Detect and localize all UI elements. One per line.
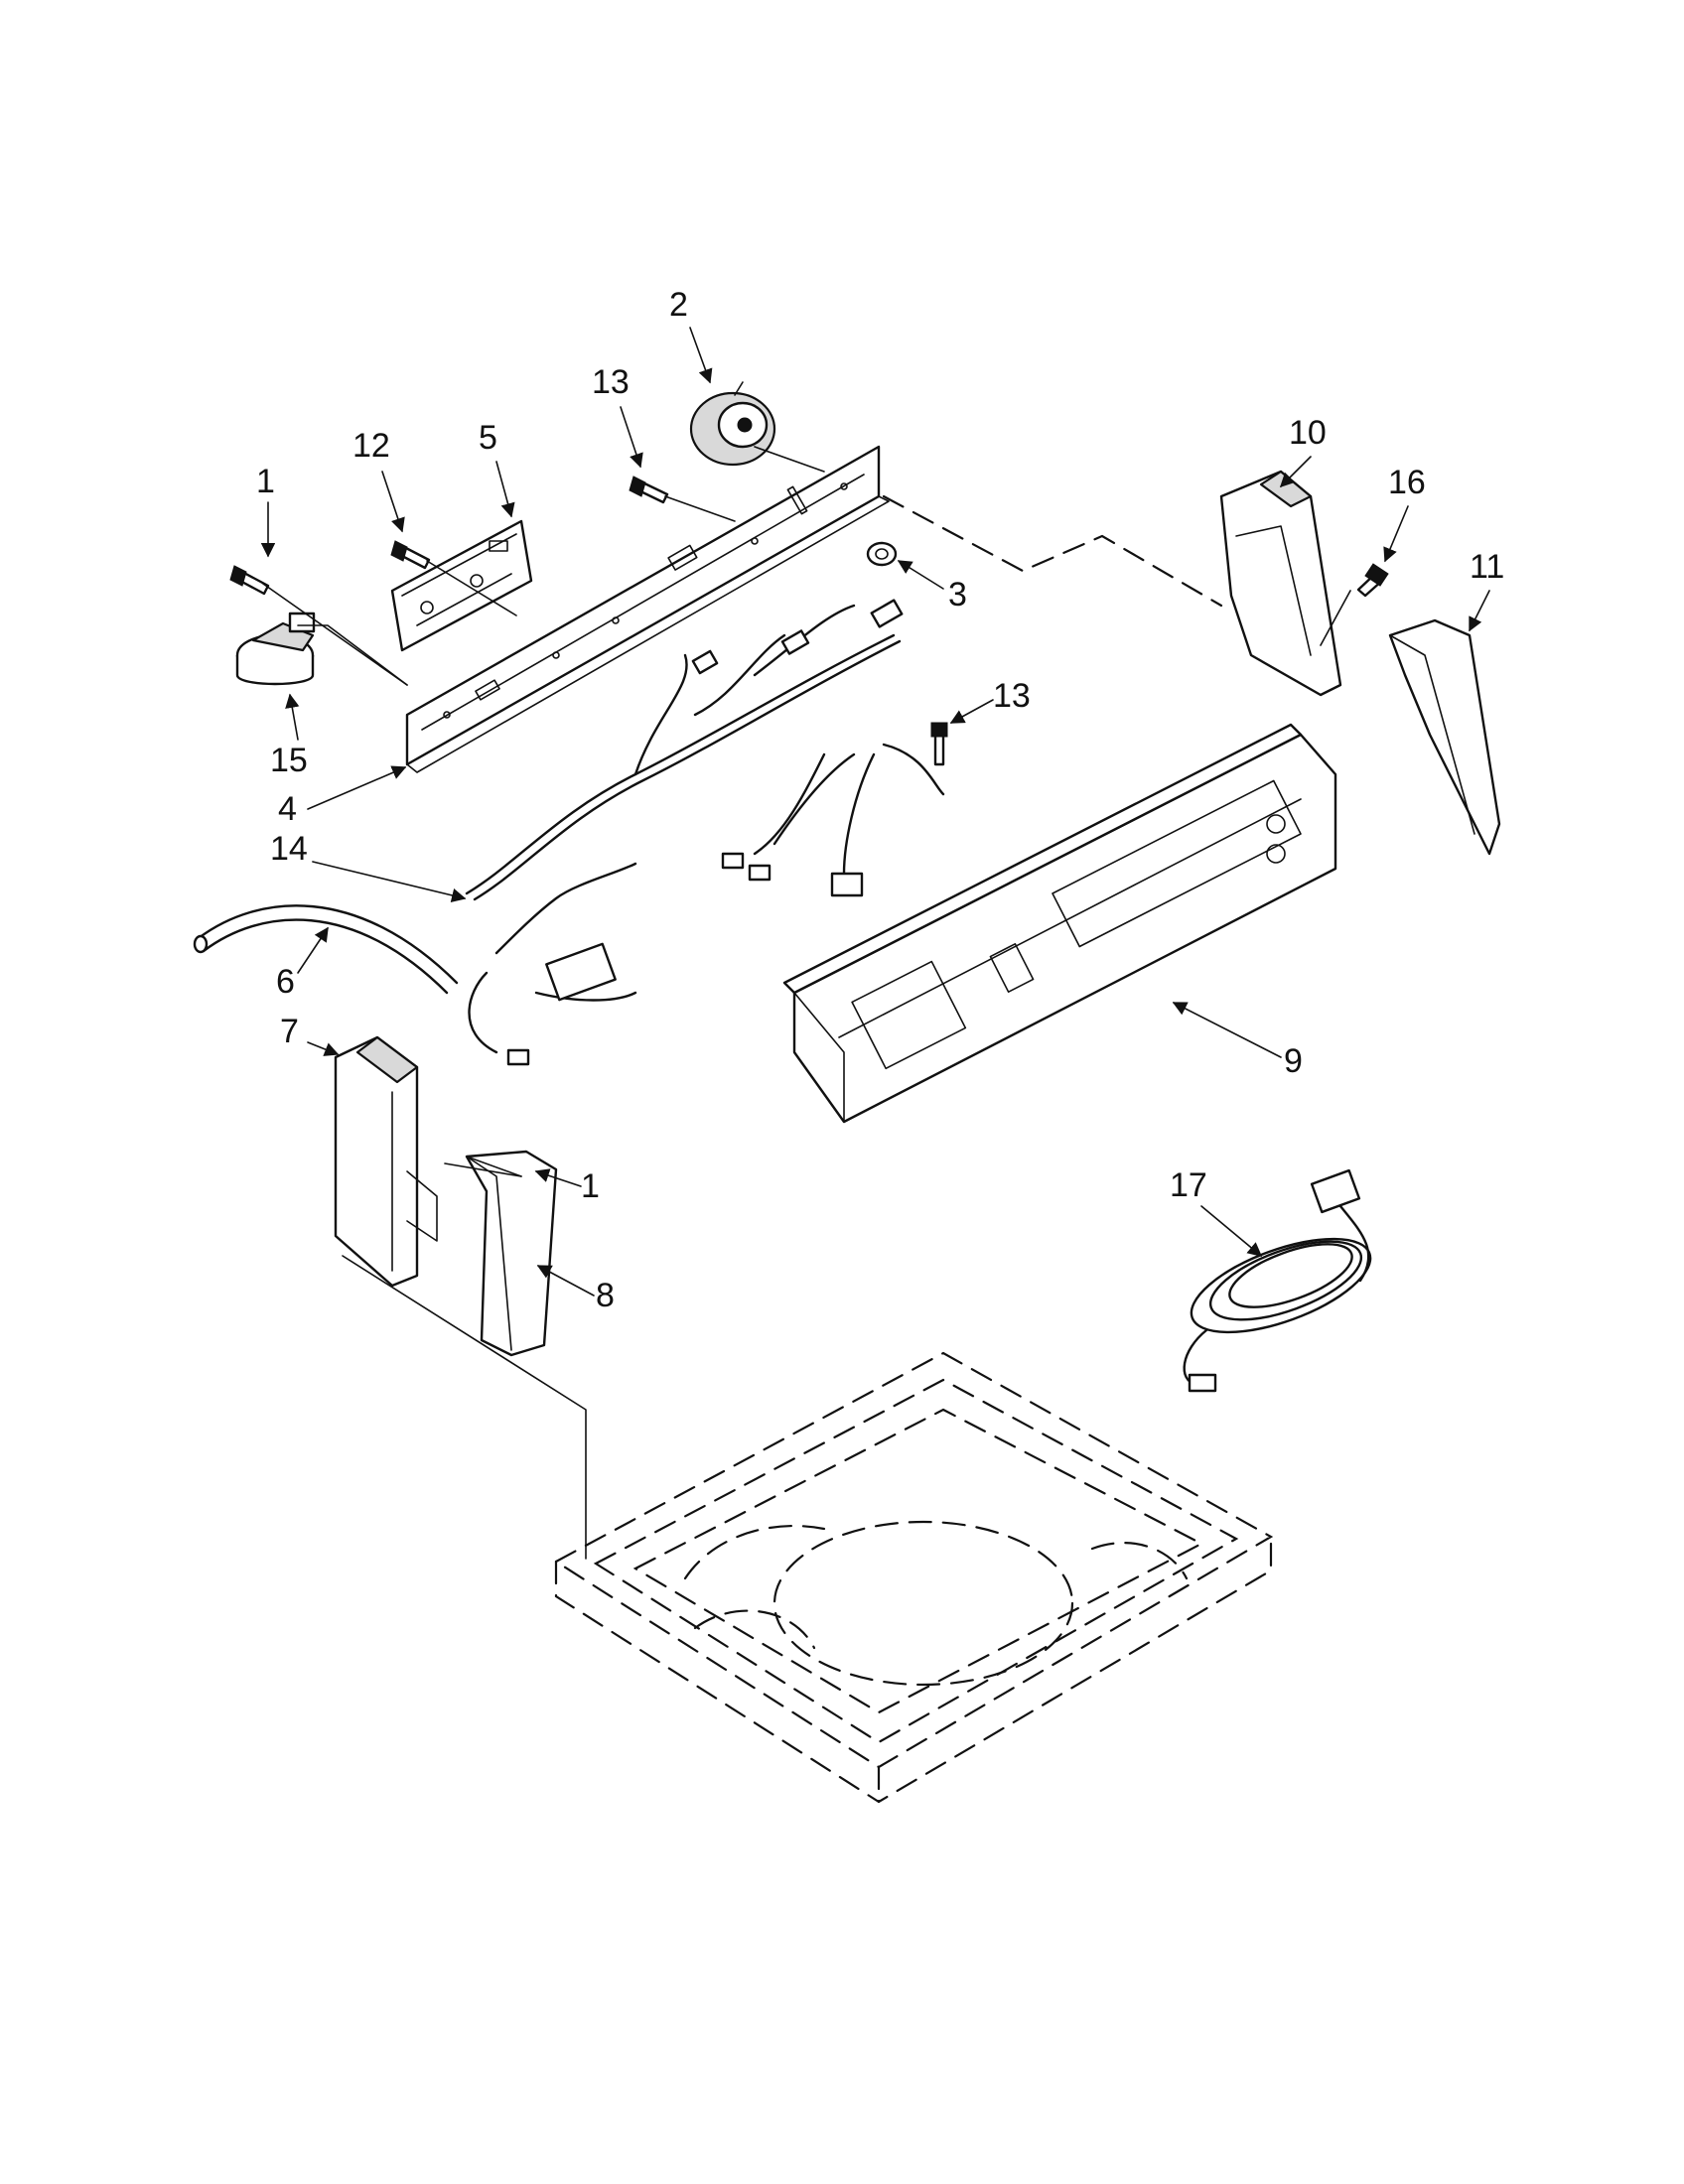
screw-16 [1356,563,1389,598]
callout-13-mid: 13 [993,677,1031,715]
power-cord [1183,1168,1372,1393]
console-panel [782,723,1337,1124]
callout-9: 9 [1284,1042,1303,1080]
callout-7: 7 [280,1013,299,1050]
left-trim [465,1150,558,1357]
pressure-switch [235,612,316,686]
callout-labels: 1 12 5 13 2 10 16 11 3 13 15 4 14 6 7 9 … [256,286,1504,1314]
callout-1-top: 1 [256,463,275,500]
callout-8: 8 [596,1277,615,1314]
right-trim [1388,618,1501,856]
callout-4: 4 [278,790,297,828]
callout-13-top: 13 [592,363,630,401]
cabinet-top-outline [553,1351,1274,1804]
callout-5: 5 [479,419,497,457]
callout-3: 3 [948,576,967,614]
screw-12 [390,540,431,570]
screw-1a [229,565,270,596]
callout-11: 11 [1470,548,1504,586]
assembly-lines [262,446,1351,1560]
callout-6: 6 [276,963,295,1001]
drain-hose [193,904,459,995]
left-end-cap [334,1035,438,1288]
wire-harness [465,599,945,1066]
callout-arrows [260,327,1490,1297]
callout-2: 2 [669,286,688,324]
control-board [390,519,533,652]
console-bracket [405,445,890,773]
callout-1-bottom: 1 [581,1167,600,1205]
callout-15: 15 [270,742,308,779]
right-end-cap [1219,470,1342,697]
callout-14: 14 [270,830,308,868]
knob-clip [866,541,898,567]
callout-17: 17 [1170,1166,1207,1204]
control-knob [689,381,776,467]
callout-10: 10 [1289,414,1327,452]
screw-13a [629,476,669,504]
screw-13b [930,722,948,766]
callout-16: 16 [1388,464,1426,501]
callout-12: 12 [352,427,390,465]
